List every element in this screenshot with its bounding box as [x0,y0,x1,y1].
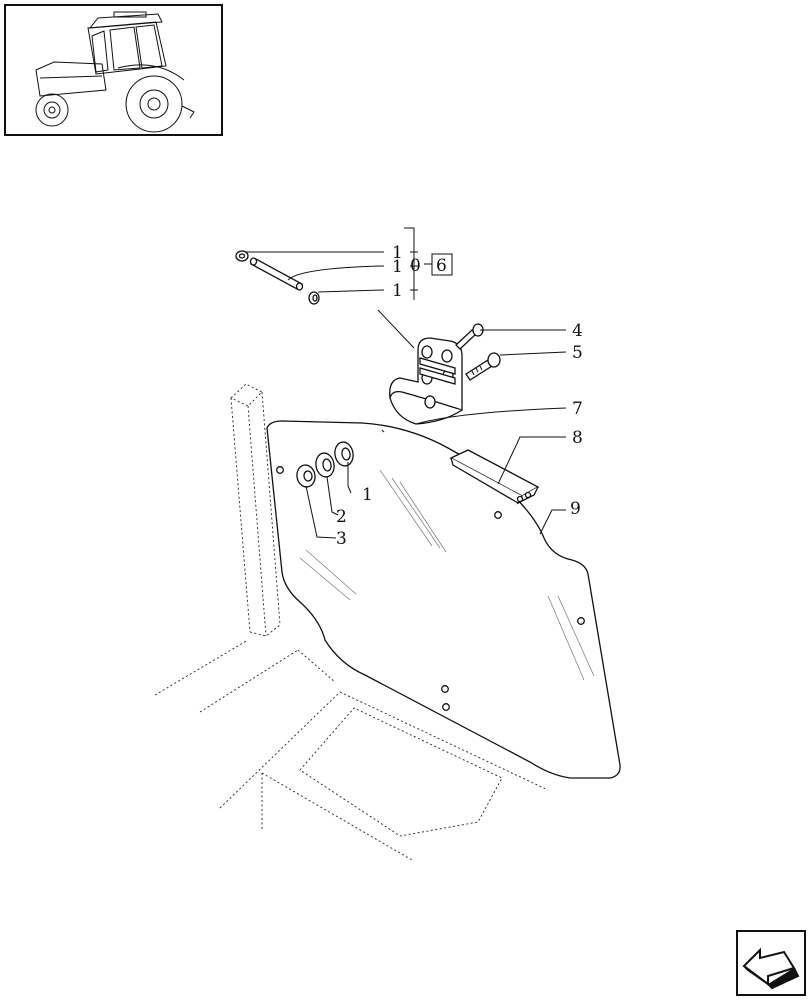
callout-label: 4 [572,321,583,341]
next-page-button[interactable] [736,930,806,996]
callout-label: 1 [392,281,403,301]
callout-label: 7 [572,399,583,419]
callout-label: 8 [572,428,583,448]
callout-label: 1 [392,243,403,263]
washer-1 [334,441,354,467]
retaining-clip-top [235,250,249,262]
tractor-thumbnail [4,4,223,136]
kit-circle-symbol: 0 [410,256,421,276]
callout-label: 1 [392,257,403,277]
hinge-plate [389,337,463,425]
callout-label: 2 [336,507,347,527]
washer-3 [296,464,316,488]
callout-label: 9 [570,499,581,519]
callout-label: 5 [572,343,583,363]
leader-lines [246,227,567,539]
hinge-pin [249,257,304,291]
callout-label: 1 [362,485,373,505]
cab-post [230,383,281,637]
retaining-clip-bottom [308,291,320,305]
washer-2 [315,452,335,478]
next-page-arrow-icon [742,947,800,990]
door-glass [266,420,621,779]
kit-reference-box [431,253,453,276]
bolt-upper [455,323,484,350]
callout-label: 3 [336,529,347,549]
tractor-icon [35,11,195,133]
cab-floor [154,639,549,861]
kit-reference-label: 6 [436,256,447,276]
bolt-lower [465,352,501,381]
